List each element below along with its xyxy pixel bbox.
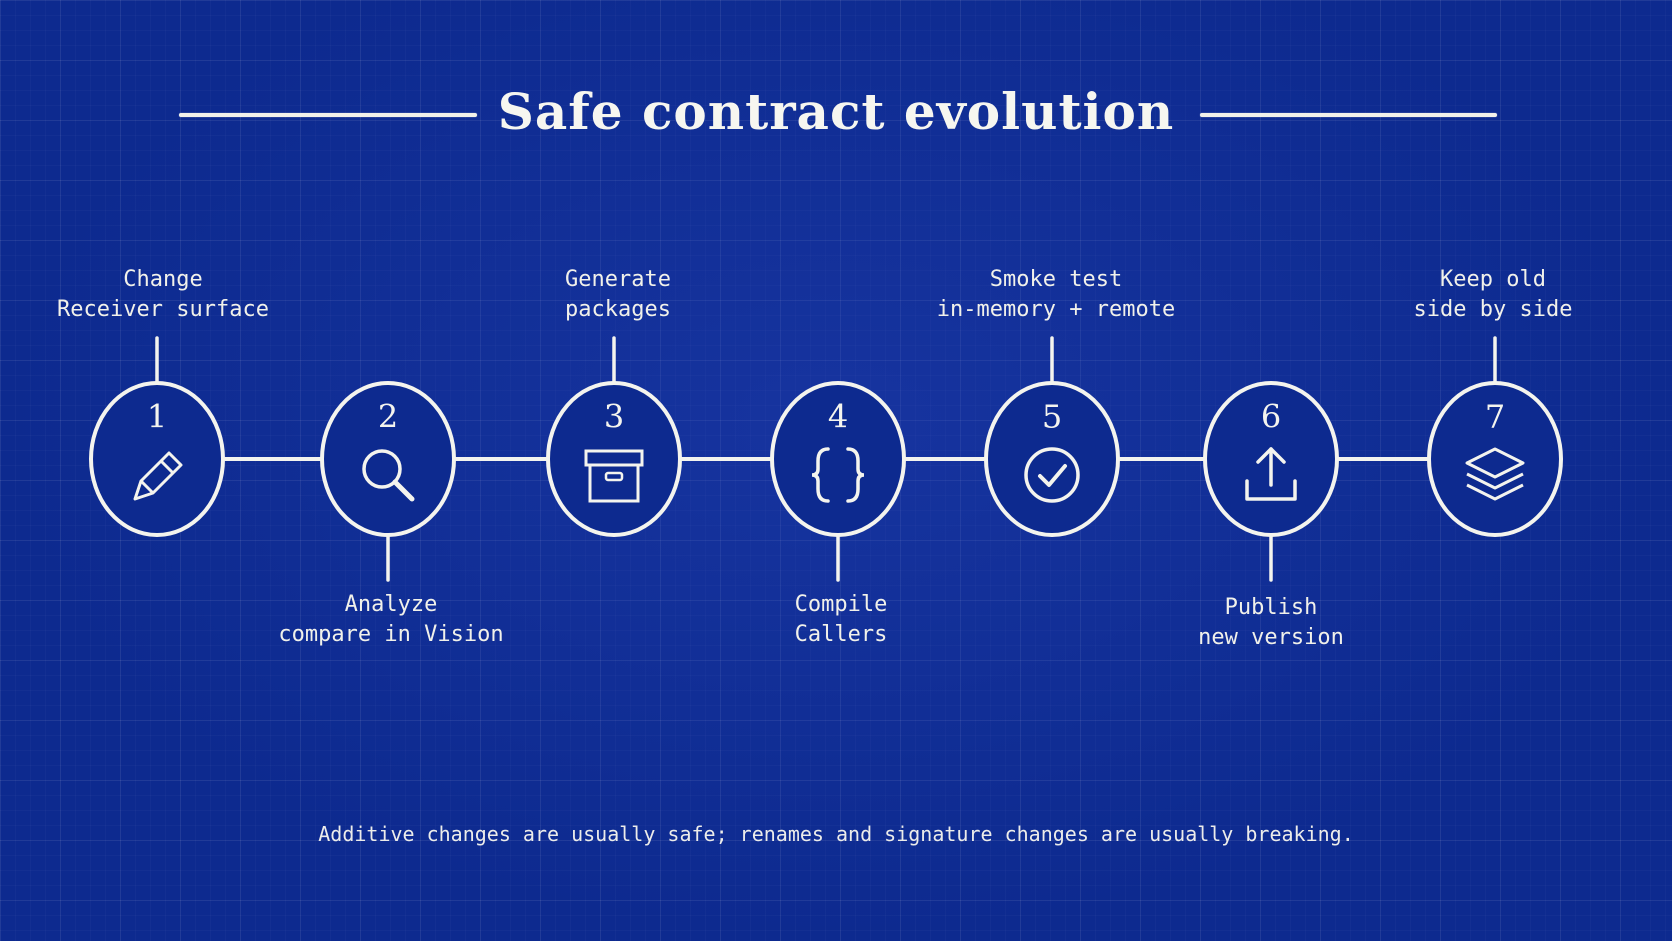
step-label-1-line1: Change (123, 267, 203, 292)
step-label-7-line2: side by side (1413, 297, 1573, 322)
step-label-6: Publish new version (1131, 593, 1411, 653)
step-number: 6 (1261, 398, 1281, 436)
step-circle (89, 381, 225, 537)
step-label-2-line2: compare in Vision (278, 622, 504, 647)
step-node-7: 7 (1427, 336, 1563, 537)
step-label-4-line2: Callers (794, 622, 888, 647)
step-node-6: 6 (1203, 381, 1339, 582)
step-circle (984, 381, 1120, 537)
step-label-7-line1: Keep old (1440, 267, 1546, 292)
step-label-3-line2: packages (565, 297, 671, 322)
step-node-3: 3 (546, 336, 682, 537)
step-label-5-line1: Smoke test (989, 267, 1123, 292)
step-label-2: Analyze compare in Vision (251, 590, 531, 650)
step-number: 4 (828, 398, 848, 436)
step-label-5-line2: in-memory + remote (936, 297, 1176, 322)
step-label-3: Generate packages (478, 265, 758, 325)
step-label-6-line2: new version (1198, 625, 1344, 650)
title-rule-right (1200, 113, 1497, 117)
page-title: Safe contract evolution (497, 82, 1175, 141)
step-node-2: 2 (320, 381, 456, 582)
step-label-1-line2: Receiver surface (57, 297, 269, 322)
layers-icon (1465, 447, 1525, 501)
step-number: 7 (1485, 398, 1505, 436)
step-node-4: 4 (770, 381, 906, 582)
step-circle (1427, 381, 1563, 537)
step-label-6-line1: Publish (1224, 595, 1318, 620)
step-node-5: 5 (984, 336, 1120, 537)
step-label-4-line1: Compile (794, 592, 888, 617)
step-label-1: Change Receiver surface (23, 265, 303, 325)
braces-icon (811, 447, 865, 503)
step-number: 3 (604, 398, 624, 436)
magnifier-icon (362, 449, 415, 502)
step-number: 1 (147, 398, 167, 436)
upload-icon (1245, 447, 1297, 501)
step-number: 5 (1042, 398, 1062, 436)
step-label-7: Keep old side by side (1353, 265, 1633, 325)
step-circle (546, 381, 682, 537)
step-label-5: Smoke test in-memory + remote (916, 265, 1196, 325)
step-label-2-line1: Analyze (344, 592, 438, 617)
step-label-4: Compile Callers (701, 590, 981, 650)
step-circle (320, 381, 456, 537)
pencil-icon (133, 451, 183, 501)
step-node-1: 1 (89, 336, 225, 537)
footnote: Additive changes are usually safe; renam… (318, 822, 1354, 846)
box-icon (584, 449, 644, 503)
title-rule-left (179, 113, 477, 117)
check-circle-icon (1024, 447, 1080, 503)
step-label-3-line1: Generate (565, 267, 671, 292)
step-number: 2 (378, 398, 398, 436)
title-banner: Safe contract evolution (0, 72, 1672, 152)
step-circle (770, 381, 906, 537)
